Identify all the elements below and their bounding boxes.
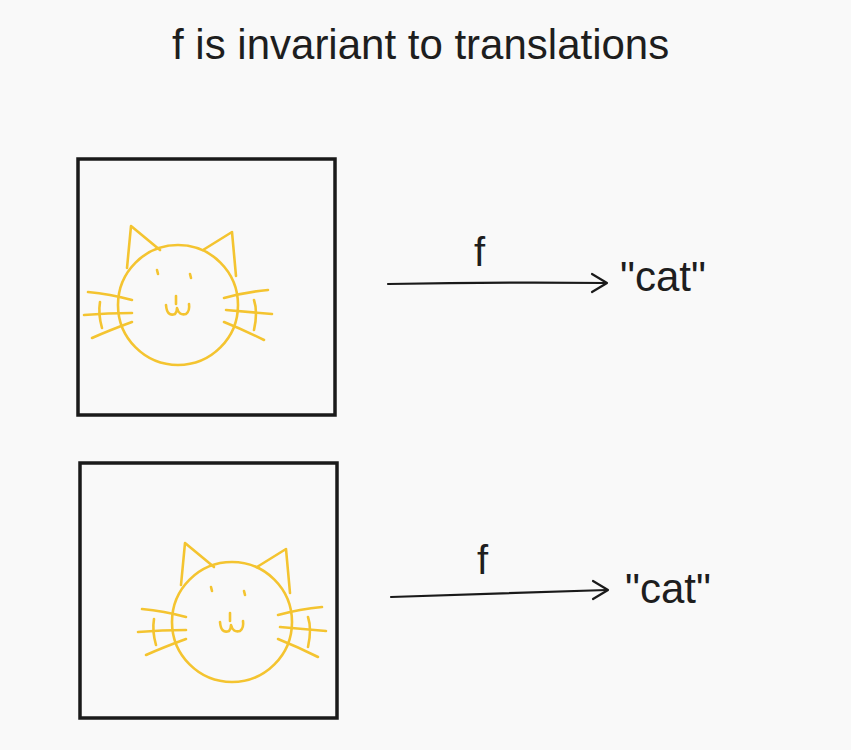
image-frame <box>80 463 337 718</box>
arrow-head <box>592 274 607 292</box>
arrow-head <box>593 581 608 599</box>
function-label: f <box>474 230 485 274</box>
cat-drawing <box>84 226 272 365</box>
class-label: "cat" <box>625 566 711 612</box>
image-frame <box>78 159 335 415</box>
class-label: "cat" <box>620 254 706 300</box>
function-label: f <box>477 538 488 582</box>
cat-drawing <box>138 543 326 682</box>
arrow-line <box>391 590 607 597</box>
title: f is invariant to translations <box>172 22 669 68</box>
arrow-line <box>388 283 606 284</box>
